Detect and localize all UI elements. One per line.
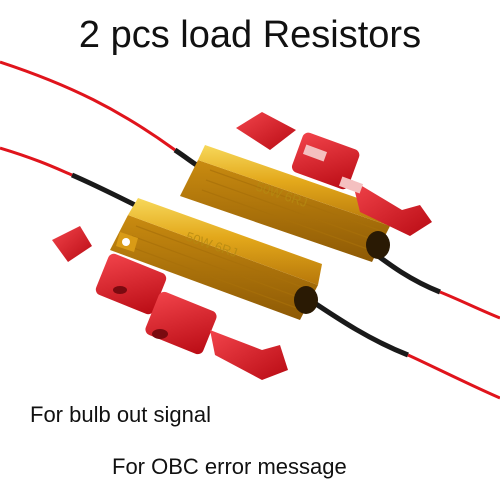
lead-wires-right [308, 247, 500, 400]
connector-bottom-left [52, 226, 288, 380]
connector-top-right [236, 112, 432, 236]
lead-wires-left [0, 60, 207, 208]
page-title: 2 pcs load Resistors [78, 14, 422, 56]
resistor-front: 50W 6RJ [110, 198, 322, 320]
resistor-back: 50W 6RJ [180, 145, 392, 262]
caption-obc-error-message: For OBC error message [112, 454, 347, 479]
caption-bulb-out-signal: For bulb out signal [30, 402, 211, 427]
